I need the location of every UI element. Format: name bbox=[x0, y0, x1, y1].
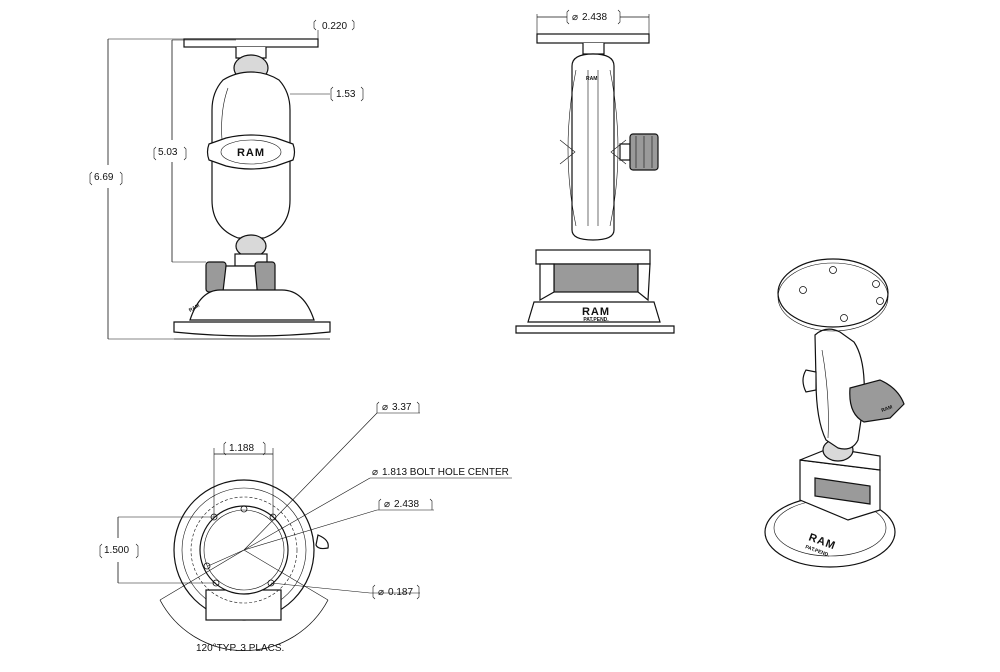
dim-plate-diameter-top: 2.438 bbox=[394, 499, 419, 510]
iso-arm-side bbox=[802, 369, 817, 393]
side-lock-lever bbox=[553, 263, 639, 293]
top-release-tab bbox=[315, 534, 329, 550]
iso-plate-hole-3 bbox=[876, 297, 884, 305]
dim-side-bracket-r bbox=[617, 9, 621, 25]
front-suction-dome bbox=[189, 289, 315, 321]
dim-2438-leader bbox=[243, 509, 378, 551]
dim-1500-bracket-l bbox=[99, 543, 103, 559]
top-angle-leg-left bbox=[159, 549, 245, 601]
front-arm-highlight bbox=[221, 87, 229, 141]
top-bolt-circle bbox=[190, 496, 298, 604]
iso-knob bbox=[849, 379, 905, 423]
top-view-dimensions: 1.188 1.500 ⌀ 3.37 ⌀ 1.813 BOLT HOLE CEN… bbox=[99, 401, 512, 654]
side-double-socket-arm bbox=[571, 53, 615, 241]
dim-hole-diameter: 0.187 bbox=[388, 587, 413, 598]
side-view: RAM RAM PAT.PEND. bbox=[515, 33, 675, 334]
dim-bolt-offset: 1.500 bbox=[104, 545, 129, 556]
dim-bracket-left bbox=[313, 19, 317, 31]
dim-arm-bracket-r bbox=[360, 86, 364, 102]
dim-2438-symbol: ⌀ bbox=[384, 499, 390, 510]
front-view-dimensions: 0.220 1.53 5.03 6.69 bbox=[89, 19, 364, 340]
dim-0187-symbol: ⌀ bbox=[378, 587, 384, 598]
dim-overall-height: 6.69 bbox=[94, 172, 114, 183]
dim-337-bracket-l bbox=[376, 401, 380, 413]
front-lever-right bbox=[254, 261, 276, 293]
dim-bhc-symbol: ⌀ bbox=[372, 467, 378, 478]
dim-0187-leader bbox=[270, 582, 371, 594]
dim-669-bracket-r bbox=[119, 171, 123, 186]
dim-bolt-spacing: 1.188 bbox=[229, 443, 254, 454]
dim-669-bracket-l bbox=[89, 171, 93, 186]
dim-arm-bracket-l bbox=[330, 86, 334, 102]
dim-1188-bracket-l bbox=[223, 441, 227, 456]
side-view-dimensions: ⌀ 2.438 bbox=[536, 9, 650, 34]
iso-round-plate bbox=[777, 258, 889, 328]
top-angle-leg-right bbox=[243, 549, 329, 601]
side-base-top bbox=[535, 249, 651, 265]
dim-337-bracket-r bbox=[416, 401, 420, 413]
iso-plate-hole-5 bbox=[799, 286, 807, 294]
dim-base-diameter: 3.37 bbox=[392, 402, 412, 413]
top-plate-hole-4 bbox=[203, 562, 211, 570]
dim-0187-bracket-l bbox=[372, 584, 376, 600]
iso-plate-edge bbox=[777, 262, 889, 332]
top-center-line bbox=[207, 549, 245, 567]
dim-0187-bracket-r bbox=[416, 584, 420, 600]
side-suction-cup bbox=[515, 325, 675, 334]
dim-2438-bracket-r bbox=[429, 498, 433, 510]
dim-plate-thickness: 0.220 bbox=[322, 21, 347, 32]
iso-plate-hole-4 bbox=[840, 314, 848, 322]
iso-arm-contour bbox=[821, 349, 829, 439]
dim-angle-note: 120°TYP. 3 PLACS. bbox=[196, 643, 284, 654]
dim-503-bracket-r bbox=[183, 146, 187, 161]
iso-plate-hole-1 bbox=[829, 266, 837, 274]
dim-337-leader bbox=[243, 412, 378, 551]
dim-503-bracket-l bbox=[153, 146, 157, 161]
side-plate-neck bbox=[582, 43, 605, 55]
dim-side-diameter-symbol: ⌀ bbox=[572, 12, 578, 23]
dim-bolt-hole-center: 1.813 BOLT HOLE CENTER bbox=[382, 467, 509, 478]
dim-bhc-leader bbox=[243, 477, 371, 551]
iso-plate-hole-2 bbox=[872, 280, 880, 288]
side-base-sub: PAT.PEND. bbox=[583, 317, 609, 323]
front-cup-text: RAM bbox=[188, 303, 201, 314]
top-plate-hole-1 bbox=[240, 505, 248, 513]
dim-arm-width: 1.53 bbox=[336, 89, 356, 100]
dim-ball-height: 5.03 bbox=[158, 147, 178, 158]
iso-lock-lever bbox=[814, 477, 871, 505]
dim-1500-bracket-r bbox=[135, 543, 139, 559]
side-arm-contour bbox=[567, 69, 619, 227]
dim-side-plate-diameter: 2.438 bbox=[582, 12, 607, 23]
isometric-view: RAM PAT.PEND. RAM bbox=[764, 258, 905, 568]
top-plate-hole-6 bbox=[267, 579, 275, 587]
top-lock-lever bbox=[205, 589, 282, 621]
dim-337-symbol: ⌀ bbox=[382, 402, 388, 413]
front-knob-logo: RAM bbox=[237, 147, 265, 159]
iso-knob-text: RAM bbox=[881, 404, 894, 414]
side-knob-stem bbox=[619, 143, 631, 161]
front-knob-ring bbox=[220, 139, 282, 165]
side-arm-text: RAM bbox=[586, 76, 597, 82]
iso-double-socket-arm bbox=[814, 328, 865, 450]
side-base-logo: RAM bbox=[582, 306, 610, 318]
top-view bbox=[159, 479, 329, 652]
side-base-sides bbox=[539, 263, 651, 302]
dim-1188-bracket-r bbox=[262, 441, 266, 456]
top-plate-inner bbox=[203, 509, 285, 591]
dim-side-bracket-l bbox=[566, 9, 570, 25]
front-suction-cup bbox=[173, 321, 331, 337]
side-round-plate bbox=[536, 33, 650, 44]
front-view: RAM RAM bbox=[173, 38, 331, 340]
dim-bracket-right bbox=[351, 19, 355, 31]
dim-2438-bracket-l bbox=[378, 498, 382, 510]
side-arm-slot bbox=[587, 70, 599, 226]
top-angle-arc bbox=[159, 599, 329, 652]
side-suction-dome bbox=[527, 301, 661, 323]
